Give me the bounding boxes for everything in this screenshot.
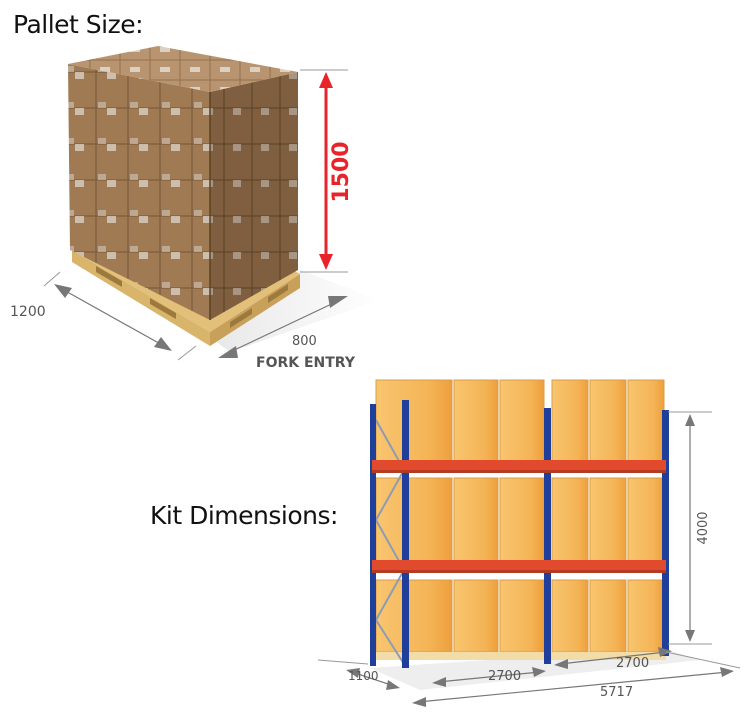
box-stack-front <box>68 64 210 320</box>
box-stack-side <box>210 72 298 320</box>
rack-upright <box>370 404 376 666</box>
carton <box>499 579 545 653</box>
box-stack-top <box>68 46 298 92</box>
kit-total-length-dimension: 5717 <box>412 651 741 707</box>
carton <box>551 477 589 565</box>
carton <box>499 379 545 467</box>
carton <box>589 579 627 653</box>
pallet-length-label: 1200 <box>10 304 46 320</box>
pallet-width-label: 800 <box>292 334 317 349</box>
rack-beam-shadow <box>372 570 666 573</box>
carton <box>375 579 453 653</box>
kit-height-dimension: 4000 <box>668 411 712 645</box>
kit-depth-dimension: 1100 <box>317 659 400 690</box>
kit-total-length-label: 5717 <box>600 685 633 700</box>
carton <box>627 379 665 467</box>
carton <box>499 477 545 565</box>
kit-bay-width-2-label: 2700 <box>616 656 649 671</box>
rack-beam-shadow <box>372 470 666 473</box>
pallet-slat <box>376 652 666 660</box>
pallet-width-dimension: 800 FORK ENTRY <box>218 296 356 371</box>
rack-upright <box>544 408 551 664</box>
pallet-height-dimension: 1500 <box>300 69 354 273</box>
kit-bay-width-1-dimension: 2700 <box>432 667 546 687</box>
carton <box>453 579 499 653</box>
carton <box>589 379 627 467</box>
carton <box>627 579 665 653</box>
kit-bay-width-1-label: 2700 <box>488 669 521 684</box>
pallet-fork-slot <box>230 308 252 328</box>
rack-upright <box>402 400 409 668</box>
pallet-height-label: 1500 <box>329 141 354 202</box>
carton <box>453 379 499 467</box>
pallet-size-heading: Pallet Size: <box>13 10 144 39</box>
carton <box>551 379 589 467</box>
rack-beam <box>372 460 666 470</box>
carton <box>453 477 499 565</box>
carton <box>589 477 627 565</box>
kit-height-label: 4000 <box>696 511 711 544</box>
pallet-fork-slot <box>268 284 288 303</box>
fork-entry-label: FORK ENTRY <box>256 355 356 371</box>
carton <box>551 579 589 653</box>
rack-beam <box>372 560 666 570</box>
kit-dimensions-heading: Kit Dimensions: <box>150 501 338 530</box>
pallet-fork-slot <box>96 266 122 287</box>
pallet-illustration <box>68 46 380 352</box>
kit-depth-label: 1100 <box>348 669 379 683</box>
pallet-fork-slot <box>150 298 176 319</box>
pallet-length-dimension: 1200 <box>10 271 197 361</box>
kit-bay-width-2-dimension: 2700 <box>554 647 672 671</box>
carton <box>375 477 453 565</box>
carton <box>375 379 453 467</box>
carton <box>627 477 665 565</box>
rack-upright <box>662 410 669 656</box>
racking-illustration <box>370 379 700 690</box>
floor-shadow <box>200 270 380 352</box>
